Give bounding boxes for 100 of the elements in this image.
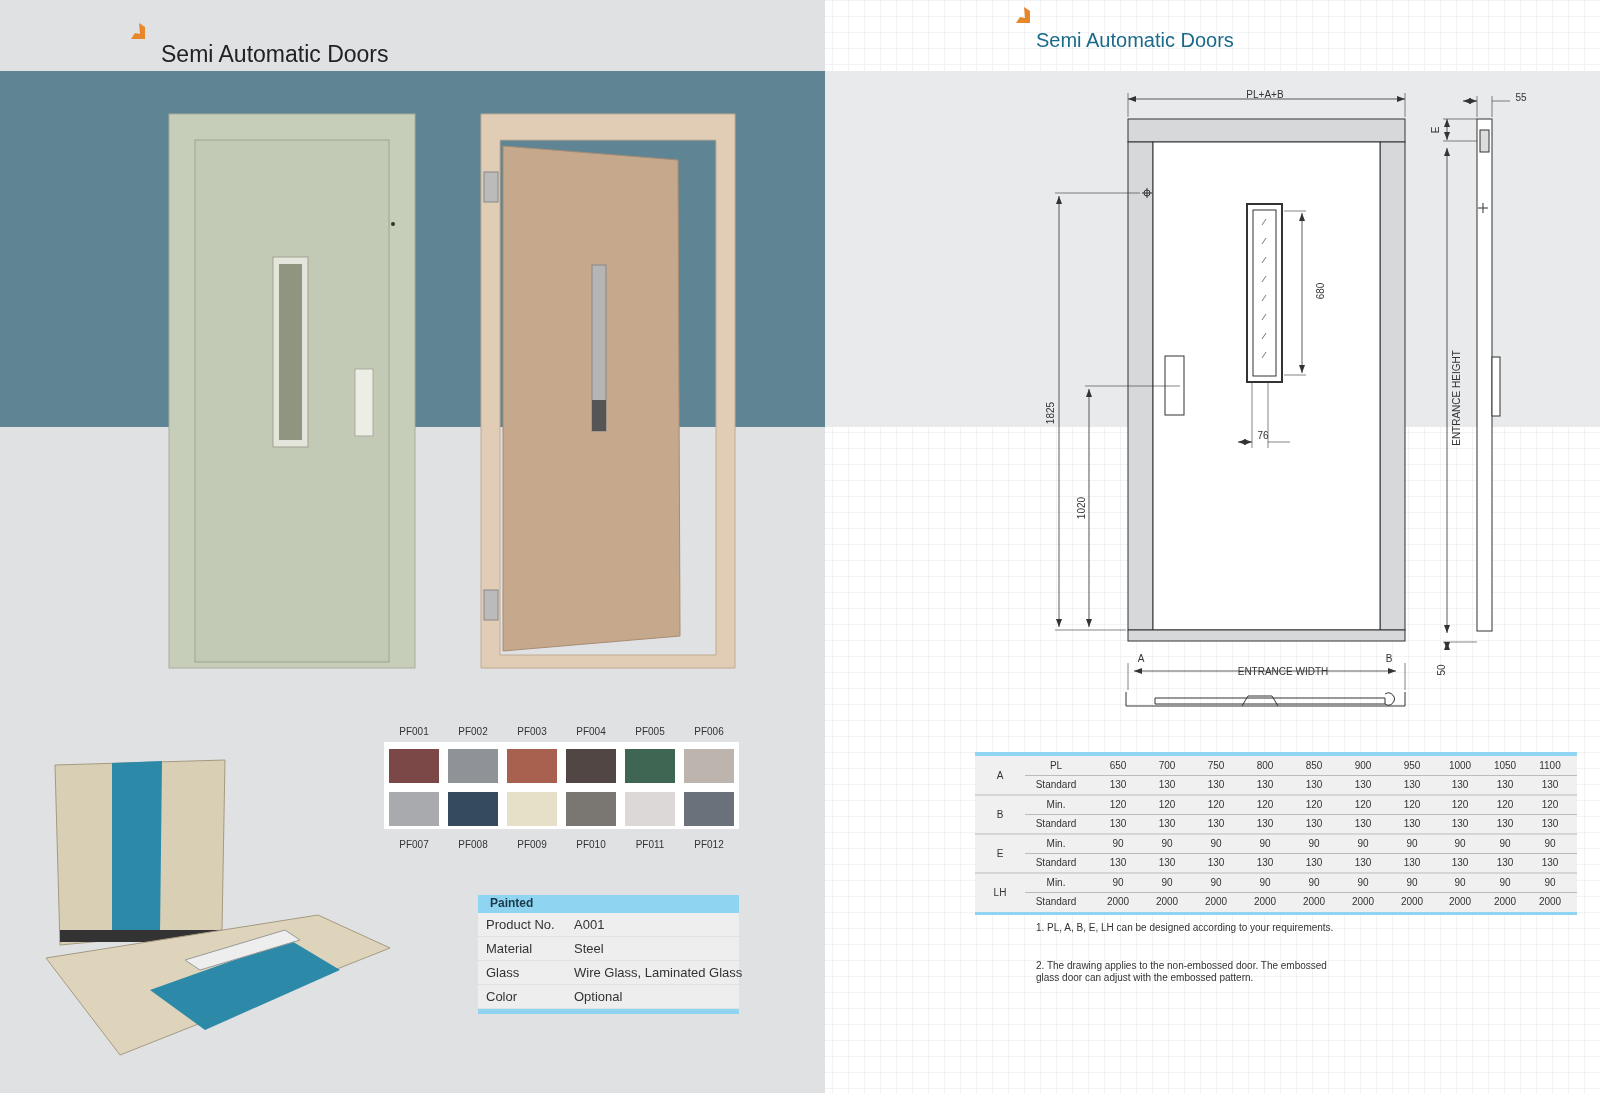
table-cell: 800 <box>1256 760 1274 772</box>
table-cell: 2000 <box>1400 896 1424 908</box>
table-cell: 130 <box>1305 779 1323 791</box>
table-cell: 1050 <box>1493 760 1517 772</box>
table-cell: 130 <box>1496 779 1514 791</box>
table-cell: 130 <box>1256 857 1274 869</box>
table-cell: 650 <box>1109 760 1127 772</box>
table-cell: 120 <box>1305 799 1323 811</box>
table-cell: Glass <box>486 965 520 981</box>
table-cell: 130 <box>1158 818 1176 830</box>
table-cell: 90 <box>1454 838 1466 850</box>
color-code: PF009 <box>517 839 547 851</box>
table-cell: 130 <box>1207 818 1225 830</box>
table-cell: 130 <box>1109 857 1127 869</box>
table-cell: 2000 <box>1493 896 1517 908</box>
dimension-label: PL+A+B <box>1246 89 1284 101</box>
color-code: PF012 <box>694 839 724 851</box>
table-cell: Standard <box>1035 896 1077 908</box>
table-cell: 90 <box>1544 838 1556 850</box>
table-cell: 130 <box>1496 857 1514 869</box>
table-cell: Material <box>486 941 533 957</box>
table-cell: Standard <box>1035 857 1077 869</box>
table-cell: 90 <box>1210 877 1222 889</box>
table-cell: Product No. <box>486 917 555 933</box>
table-cell: 130 <box>1256 818 1274 830</box>
table-cell: 2000 <box>1538 896 1562 908</box>
table-cell: 850 <box>1305 760 1323 772</box>
table-cell: 130 <box>1354 818 1372 830</box>
table-cell: 90 <box>1259 877 1271 889</box>
table-cell: 90 <box>1544 877 1556 889</box>
table-cell: 120 <box>1256 799 1274 811</box>
table-cell: 120 <box>1403 799 1421 811</box>
dimension-label: B <box>1385 653 1393 665</box>
table-cell: Optional <box>574 989 623 1005</box>
table-cell: 90 <box>1499 877 1511 889</box>
dimension-label: 76 <box>1257 430 1269 442</box>
dimension-label: 50 <box>1436 664 1448 676</box>
dimension-label: ENTRANCE HEIGHT <box>1451 350 1463 446</box>
table-cell: 130 <box>1305 818 1323 830</box>
dimension-label: 680 <box>1315 282 1327 300</box>
color-code: PF007 <box>399 839 429 851</box>
table-cell: 90 <box>1357 838 1369 850</box>
table-cell: 2000 <box>1204 896 1228 908</box>
table-cell: 130 <box>1256 779 1274 791</box>
table-cell: 90 <box>1308 877 1320 889</box>
table-cell: 130 <box>1354 857 1372 869</box>
table-cell: 130 <box>1305 857 1323 869</box>
table-header: Painted <box>490 897 534 911</box>
color-code: PF004 <box>576 726 606 738</box>
table-cell: 950 <box>1403 760 1421 772</box>
table-cell: 1000 <box>1448 760 1472 772</box>
table-cell: 2000 <box>1351 896 1375 908</box>
table-cell: 2000 <box>1253 896 1277 908</box>
table-cell: 2000 <box>1302 896 1326 908</box>
table-cell: 130 <box>1451 857 1469 869</box>
note-text: 2. The drawing applies to the non-embossed door. The embossed glass door can adjust with the embossed pattern. <box>1036 959 1328 983</box>
table-cell: Steel <box>574 941 604 957</box>
table-cell: PL <box>1049 760 1063 772</box>
table-cell: 130 <box>1451 779 1469 791</box>
dimension-label: 1020 <box>1076 496 1088 520</box>
table-cell: 90 <box>1454 877 1466 889</box>
table-cell: Min. <box>1046 799 1066 811</box>
table-cell: 90 <box>1210 838 1222 850</box>
dimension-label: 1825 <box>1045 401 1057 425</box>
table-cell: 120 <box>1158 799 1176 811</box>
table-cell: 90 <box>1499 838 1511 850</box>
dimension-label: A <box>1137 653 1145 665</box>
table-cell: A <box>996 769 1004 782</box>
color-code: PF006 <box>694 726 724 738</box>
table-cell: 750 <box>1207 760 1225 772</box>
color-code: PF008 <box>458 839 488 851</box>
table-cell: 90 <box>1112 877 1124 889</box>
table-cell: 130 <box>1403 818 1421 830</box>
table-cell: 120 <box>1207 799 1225 811</box>
dimension-label: 55 <box>1515 92 1527 104</box>
table-cell: B <box>996 808 1004 821</box>
note-text: 1. PL, A, B, E, LH can be designed according to your requirements. <box>1036 922 1334 934</box>
color-code: PF011 <box>635 839 665 851</box>
table-cell: Standard <box>1035 779 1077 791</box>
table-cell: Min. <box>1046 838 1066 850</box>
table-cell: 1100 <box>1539 760 1561 772</box>
table-cell: 130 <box>1403 857 1421 869</box>
dimension-label: ENTRANCE WIDTH <box>1237 666 1329 678</box>
table-cell: Standard <box>1035 818 1077 830</box>
table-cell: 130 <box>1109 779 1127 791</box>
table-cell: 130 <box>1354 779 1372 791</box>
table-cell: 90 <box>1112 838 1124 850</box>
table-cell: E <box>996 847 1004 860</box>
table-cell: 130 <box>1109 818 1127 830</box>
color-code: PF001 <box>399 726 429 738</box>
table-cell: 120 <box>1451 799 1469 811</box>
table-cell: 90 <box>1357 877 1369 889</box>
table-cell: 700 <box>1158 760 1176 772</box>
page-title: Semi Automatic Doors <box>1036 28 1234 52</box>
table-cell: 120 <box>1541 799 1559 811</box>
table-cell: 130 <box>1403 779 1421 791</box>
table-cell: 130 <box>1207 857 1225 869</box>
table-cell: 90 <box>1406 877 1418 889</box>
table-cell: 130 <box>1207 779 1225 791</box>
table-cell: A001 <box>574 917 605 933</box>
